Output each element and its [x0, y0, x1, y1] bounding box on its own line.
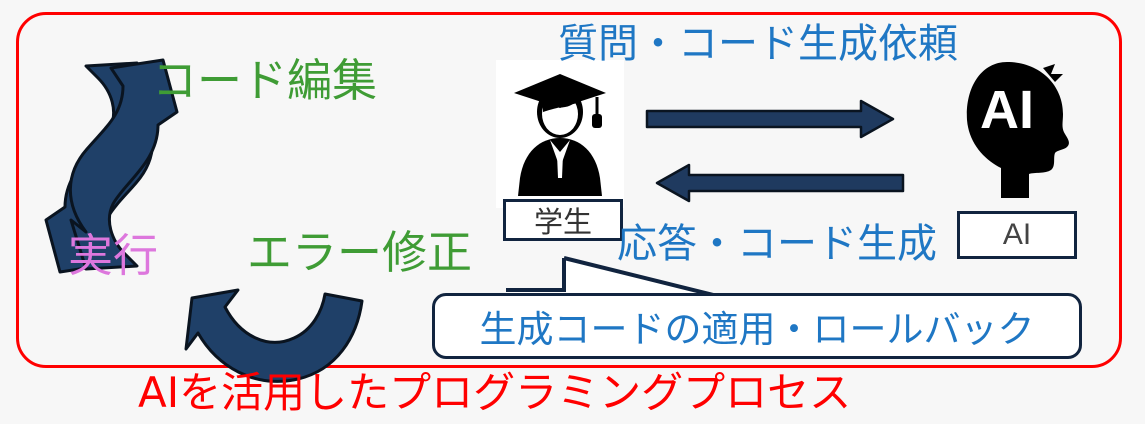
exchange-label-response: 応答・コード生成	[617, 221, 937, 267]
ai-avatar: AI	[955, 56, 1075, 214]
graduate-student-icon	[514, 74, 606, 196]
svg-text:AI: AI	[980, 80, 1034, 140]
ai-label-text: AI	[1002, 218, 1032, 251]
cycle-label-code-edit: コード編集	[152, 54, 378, 107]
diagram-caption: AIを活用したプログラミングプロセス	[138, 368, 852, 417]
exchange-arrows-group	[645, 99, 905, 203]
ai-label-box: AI	[957, 211, 1077, 259]
arrow-request-icon	[645, 99, 895, 139]
cycle-arrow-right-icon	[68, 58, 179, 271]
student-avatar	[496, 60, 624, 208]
callout-box: 生成コードの適用・ロールバック	[432, 293, 1082, 359]
student-label-box: 学生	[503, 199, 623, 241]
callout-text: 生成コードの適用・ロールバック	[479, 308, 1035, 351]
process-frame-border	[16, 12, 1122, 368]
cycle-arrows-group	[44, 58, 364, 383]
cycle-label-error-fix: エラー修正	[247, 226, 473, 279]
arrow-response-icon	[655, 163, 905, 203]
exchange-label-request: 質問・コード生成依頼	[558, 21, 958, 67]
cycle-label-run: 実行	[68, 229, 159, 282]
student-label-text: 学生	[533, 205, 592, 239]
cycle-arrow-bottom-icon	[184, 288, 364, 383]
ai-head-icon: AI	[966, 62, 1069, 198]
